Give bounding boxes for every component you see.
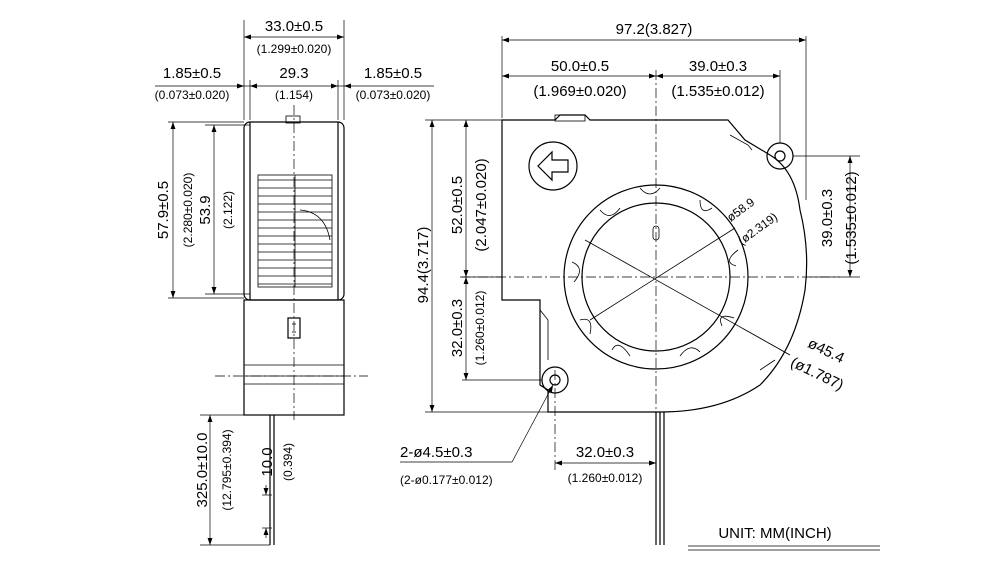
dim-side-offsets: 1.85±0.5 (0.073±0.020) 29.3 (1.154) 1.85… bbox=[155, 65, 434, 120]
callout-inner-diameter: ø58.9 (ø2.319) bbox=[724, 195, 780, 248]
dim-top-to-center: 52.0±0.5 (2.047±0.020) bbox=[449, 120, 502, 278]
dim-left-offset-value: 1.85±0.5 bbox=[163, 65, 221, 82]
dim-center-to-hole: 39.0±0.3 (1.535±0.012) bbox=[656, 58, 781, 143]
dim-overall-width-value: 97.2(3.827) bbox=[616, 21, 693, 38]
callout-inner-diameter-value: ø58.9 bbox=[724, 195, 757, 225]
callout-mount-holes: 2-ø4.5±0.3 (2-ø0.177±0.012) bbox=[400, 384, 554, 487]
dim-lead-length: 325.0±10.0 (12.795±0.394) bbox=[194, 414, 270, 546]
callout-mount-holes-value: 2-ø4.5±0.3 bbox=[400, 444, 472, 461]
dim-side-width-inch: (1.299±0.020) bbox=[257, 42, 332, 56]
front-view: 97.2(3.827) 50.0±0.5 (1.969±0.020) 39.0±… bbox=[400, 21, 860, 545]
dim-right-offset-inch: (0.073±0.020) bbox=[356, 88, 431, 102]
dim-left-offset-inch: (0.073±0.020) bbox=[155, 88, 230, 102]
dim-strip-length-inch: (0.394) bbox=[281, 443, 295, 481]
front-view-housing bbox=[501, 114, 808, 413]
dim-side-width: 33.0±0.5 (1.299±0.020) bbox=[243, 18, 345, 120]
dim-side-height-value: 57.9±0.5 bbox=[155, 181, 172, 239]
dim-top-to-center-value: 52.0±0.5 bbox=[449, 176, 466, 234]
dim-bottom-to-center-inch: (1.260±0.012) bbox=[473, 291, 487, 366]
side-view-lead-wire bbox=[269, 415, 275, 545]
unit-note-text: UNIT: MM(INCH) bbox=[718, 525, 831, 542]
callout-mount-holes-inch: (2-ø0.177±0.012) bbox=[400, 473, 493, 487]
mount-hole-right bbox=[774, 150, 786, 162]
side-view: 33.0±0.5 (1.299±0.020) 1.85±0.5 (0.073±0… bbox=[155, 18, 434, 546]
dim-center-to-hole-value: 39.0±0.3 bbox=[689, 58, 747, 75]
dim-side-width-value: 33.0±0.5 bbox=[265, 18, 323, 35]
dim-bottom-to-center: 32.0±0.3 (1.260±0.012) bbox=[449, 277, 542, 381]
dim-right-offset-value: 1.85±0.5 bbox=[364, 65, 422, 82]
dim-left-to-center-value: 50.0±0.5 bbox=[551, 58, 609, 75]
dim-inner-height-value: 53.9 bbox=[197, 195, 214, 224]
dim-bottom-to-center-value: 32.0±0.3 bbox=[449, 299, 466, 357]
dim-overall-height-value: 94.4(3.717) bbox=[415, 227, 432, 304]
dim-hole-to-center-inch: (1.260±0.012) bbox=[568, 471, 643, 485]
dim-center-to-hole-inch: (1.535±0.012) bbox=[671, 83, 764, 100]
dim-strip-length: 10.0 (0.394) bbox=[259, 443, 295, 538]
dim-hole-to-center: 32.0±0.3 (1.260±0.012) bbox=[555, 444, 656, 485]
rotation-direction-arrow-icon bbox=[528, 141, 578, 191]
dim-lead-length-value: 325.0±10.0 bbox=[194, 433, 211, 508]
diameter-leader-1 bbox=[589, 227, 736, 321]
dim-inner-width-inch: (1.154) bbox=[275, 88, 313, 102]
dim-top-to-center-inch: (2.047±0.020) bbox=[473, 158, 490, 251]
dim-overall-height: 94.4(3.717) bbox=[415, 119, 548, 413]
dim-left-to-center: 50.0±0.5 (1.969±0.020) bbox=[502, 58, 656, 100]
dim-right-hole-vertical-value: 39.0±0.3 bbox=[819, 189, 836, 247]
dim-side-height-inch: (2.280±0.020) bbox=[181, 173, 195, 248]
dim-side-height: 57.9±0.5 (2.280±0.020) 53.9 (2.122) bbox=[155, 121, 250, 299]
dim-strip-length-value: 10.0 bbox=[259, 447, 276, 476]
dim-left-to-center-inch: (1.969±0.020) bbox=[533, 83, 626, 100]
dim-hole-to-center-value: 32.0±0.3 bbox=[576, 444, 634, 461]
unit-note: UNIT: MM(INCH) bbox=[688, 525, 880, 551]
dim-inner-width-value: 29.3 bbox=[279, 65, 308, 82]
dim-lead-length-inch: (12.795±0.394) bbox=[220, 429, 234, 510]
side-view-blade-slots bbox=[257, 174, 333, 288]
dim-right-hole-vertical: 39.0±0.3 (1.535±0.012) bbox=[793, 155, 860, 278]
impeller-rib-segments bbox=[571, 187, 739, 357]
dim-right-hole-vertical-inch: (1.535±0.012) bbox=[843, 171, 860, 264]
dim-overall-width: 97.2(3.827) bbox=[501, 21, 807, 200]
dim-inner-height-inch: (2.122) bbox=[221, 191, 235, 229]
front-view-lead-wires bbox=[655, 412, 665, 545]
callout-hub-diameter: ø45.4 (ø1.787) bbox=[741, 327, 847, 394]
